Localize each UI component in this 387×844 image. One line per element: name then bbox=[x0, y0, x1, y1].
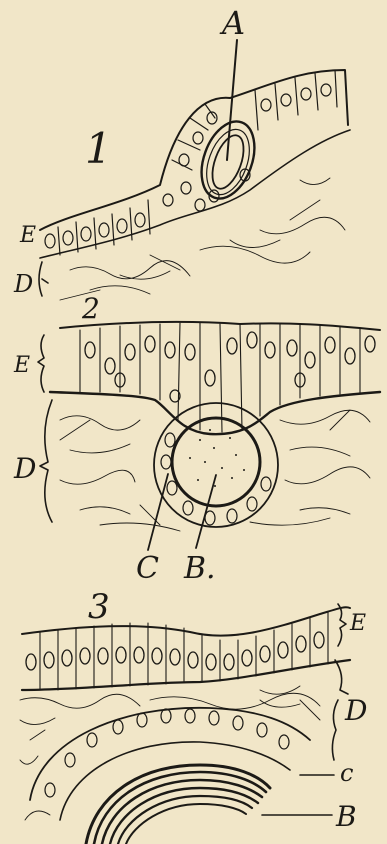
epithelium-3-nuclei bbox=[26, 632, 324, 670]
gland-b-wall bbox=[172, 418, 260, 506]
connective-tissue-1 bbox=[60, 178, 345, 300]
label-e-2: E bbox=[13, 353, 30, 378]
brace-e-2 bbox=[38, 335, 44, 392]
label-e-1: E bbox=[19, 223, 36, 248]
fibrous-band-b bbox=[86, 765, 270, 844]
label-d-1: D bbox=[13, 270, 33, 298]
brace-e-3 bbox=[338, 604, 346, 646]
gland-a-ring bbox=[199, 124, 258, 201]
figure-3: 3 bbox=[20, 587, 367, 844]
label-c-2: C bbox=[136, 551, 159, 586]
label-b-3: B bbox=[335, 800, 357, 833]
label-e-3: E bbox=[349, 611, 366, 636]
leader-line-a bbox=[227, 40, 237, 160]
brace-d-3-top bbox=[335, 660, 348, 694]
figure-2: 2 bbox=[13, 292, 380, 586]
label-a: A bbox=[219, 4, 245, 42]
epithelium-2-cells bbox=[80, 323, 360, 432]
gland-b-cells bbox=[161, 433, 271, 525]
label-c-3: c bbox=[340, 759, 353, 787]
connective-tissue-2 bbox=[60, 410, 370, 531]
brace-d-1 bbox=[39, 262, 48, 296]
figure-1: 1 A E D bbox=[13, 4, 350, 300]
label-d-3: D bbox=[344, 694, 367, 727]
gland-b-stipple bbox=[189, 429, 245, 487]
brace-d-2 bbox=[40, 400, 52, 522]
leader-line-b bbox=[196, 475, 216, 548]
epithelium-3-top bbox=[22, 607, 350, 635]
figure-3-number: 3 bbox=[88, 587, 110, 627]
brace-d-3 bbox=[332, 700, 338, 760]
label-d-2: D bbox=[13, 452, 36, 485]
figure-2-number: 2 bbox=[81, 292, 100, 325]
epithelium-3-base bbox=[22, 660, 350, 690]
figure-1-number: 1 bbox=[85, 124, 112, 173]
label-b-2: B. bbox=[183, 551, 216, 586]
epithelium-2-nuclei bbox=[85, 332, 375, 402]
epithelium-2-base bbox=[50, 392, 380, 434]
